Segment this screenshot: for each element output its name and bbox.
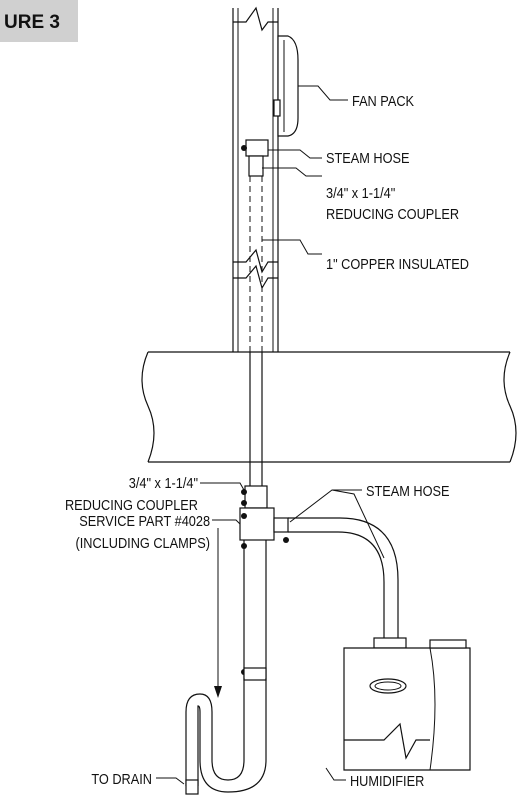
label-steam-hose-top: STEAM HOSE [326,149,410,166]
label-to-drain: TO DRAIN [91,770,152,787]
leader-lines [156,85,385,785]
figure-tag-text: URE 3 [4,12,60,33]
drain-trap [185,678,267,795]
floor-section [141,351,517,463]
steam-hose-curve [288,517,399,640]
label-steam-hose-right: STEAM HOSE [366,482,450,499]
lower-pipe-assembly [239,462,289,681]
label-service-part-line1: SERVICE PART #4028 [79,512,210,529]
label-humidifier: HUMIDIFIER [350,772,424,789]
label-fan-pack: FAN PACK [352,92,415,109]
label-reducing-coupler-top-line1: 3/4" x 1-1/4" [326,184,395,201]
humidifier [343,637,471,771]
label-reducing-coupler-left-line1: 3/4" x 1-1/4" [129,474,198,491]
upper-duct [232,6,299,352]
label-reducing-coupler-left-line2: REDUCING COUPLER [65,496,198,513]
label-service-part-line2: (INCLUDING CLAMPS) [76,534,210,551]
label-reducing-coupler-top-line2: REDUCING COUPLER [326,205,459,222]
figure-tag: URE 3 [0,0,78,42]
label-copper-insulated: 1" COPPER INSULATED [326,255,469,272]
